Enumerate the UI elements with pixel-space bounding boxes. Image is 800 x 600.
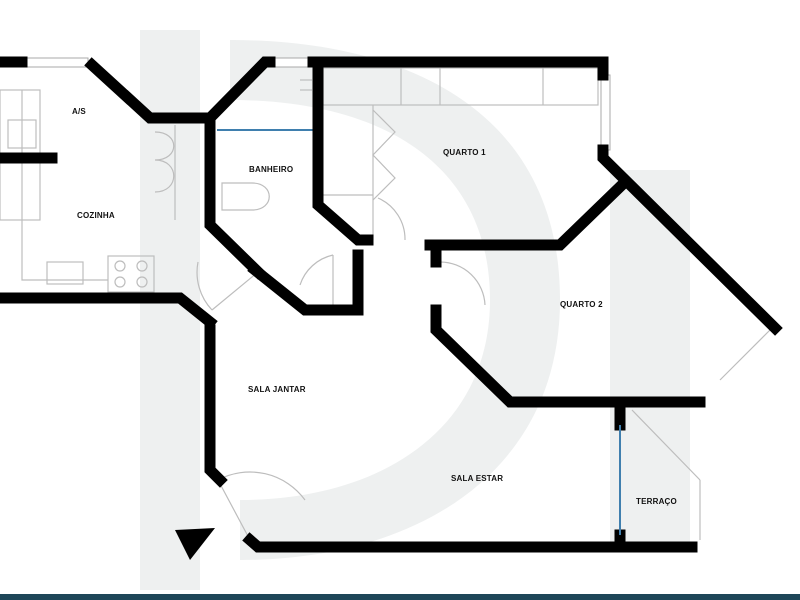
room-label-as: A/S (72, 107, 86, 116)
room-label-terraco: TERRAÇO (636, 497, 677, 506)
room-label-cozinha: COZINHA (77, 211, 115, 220)
bathroom-fixtures (217, 79, 313, 211)
room-label-quarto-1: QUARTO 1 (443, 148, 486, 157)
door-swings (196, 197, 486, 541)
room-label-banheiro: BANHEIRO (249, 165, 294, 174)
walls (0, 56, 783, 553)
entrance-arrow-icon (175, 528, 215, 560)
room-label-sala-estar: SALA ESTAR (451, 474, 504, 483)
room-label-sala-jantar: SALA JANTAR (248, 385, 306, 394)
room-label-quarto-2: QUARTO 2 (560, 300, 603, 309)
bottom-bar (0, 594, 800, 600)
